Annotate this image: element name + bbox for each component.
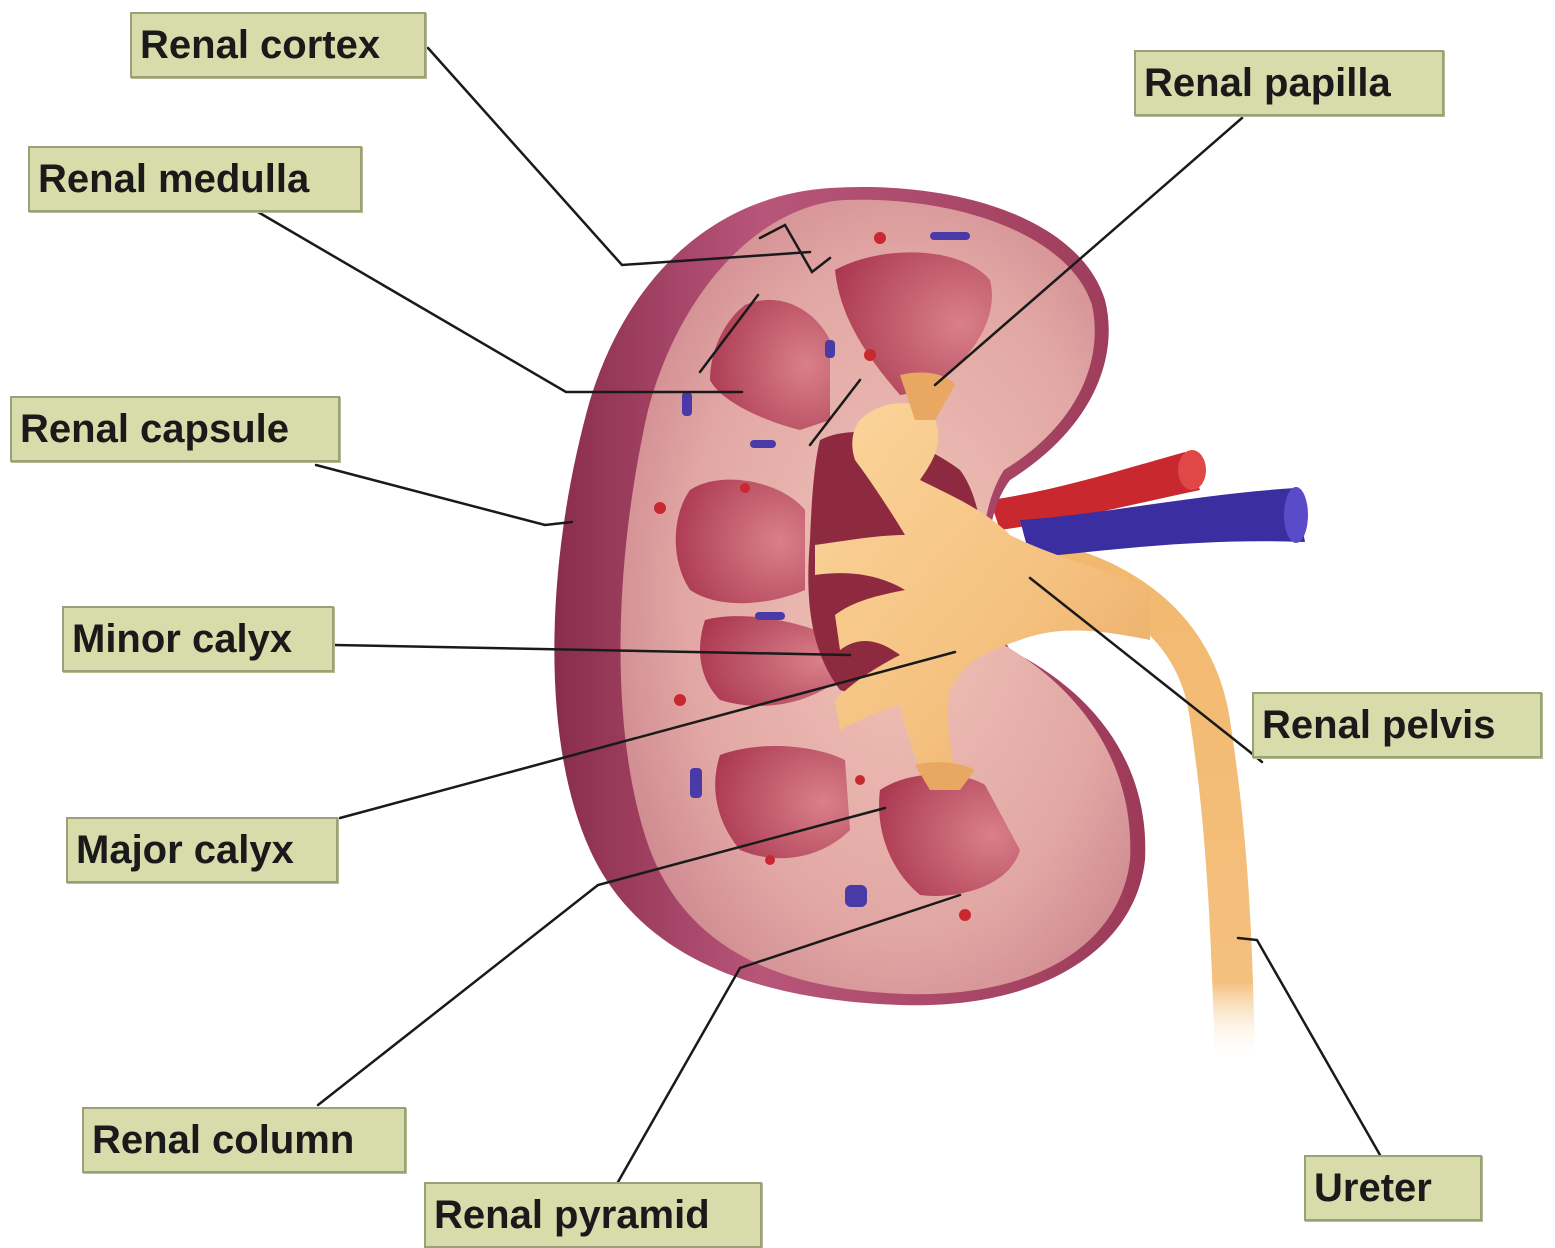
- label-renal-pelvis: Renal pelvis: [1252, 692, 1542, 758]
- leader-renal-capsule: [316, 465, 572, 525]
- label-renal-pyramid: Renal pyramid: [424, 1182, 762, 1248]
- label-renal-column: Renal column: [82, 1107, 406, 1173]
- label-major-calyx: Major calyx: [66, 817, 338, 883]
- renal-pyramid-3: [676, 480, 805, 604]
- renal-pyramid-5: [715, 746, 850, 858]
- label-ureter: Ureter: [1304, 1155, 1482, 1221]
- label-renal-capsule: Renal capsule: [10, 396, 340, 462]
- label-renal-medulla: Renal medulla: [28, 146, 362, 212]
- renal-vein-end: [1284, 487, 1308, 543]
- renal-artery-end: [1178, 450, 1206, 490]
- label-renal-cortex: Renal cortex: [130, 12, 426, 78]
- leader-ureter: [1238, 938, 1380, 1155]
- label-minor-calyx: Minor calyx: [62, 606, 334, 672]
- label-renal-papilla: Renal papilla: [1134, 50, 1444, 116]
